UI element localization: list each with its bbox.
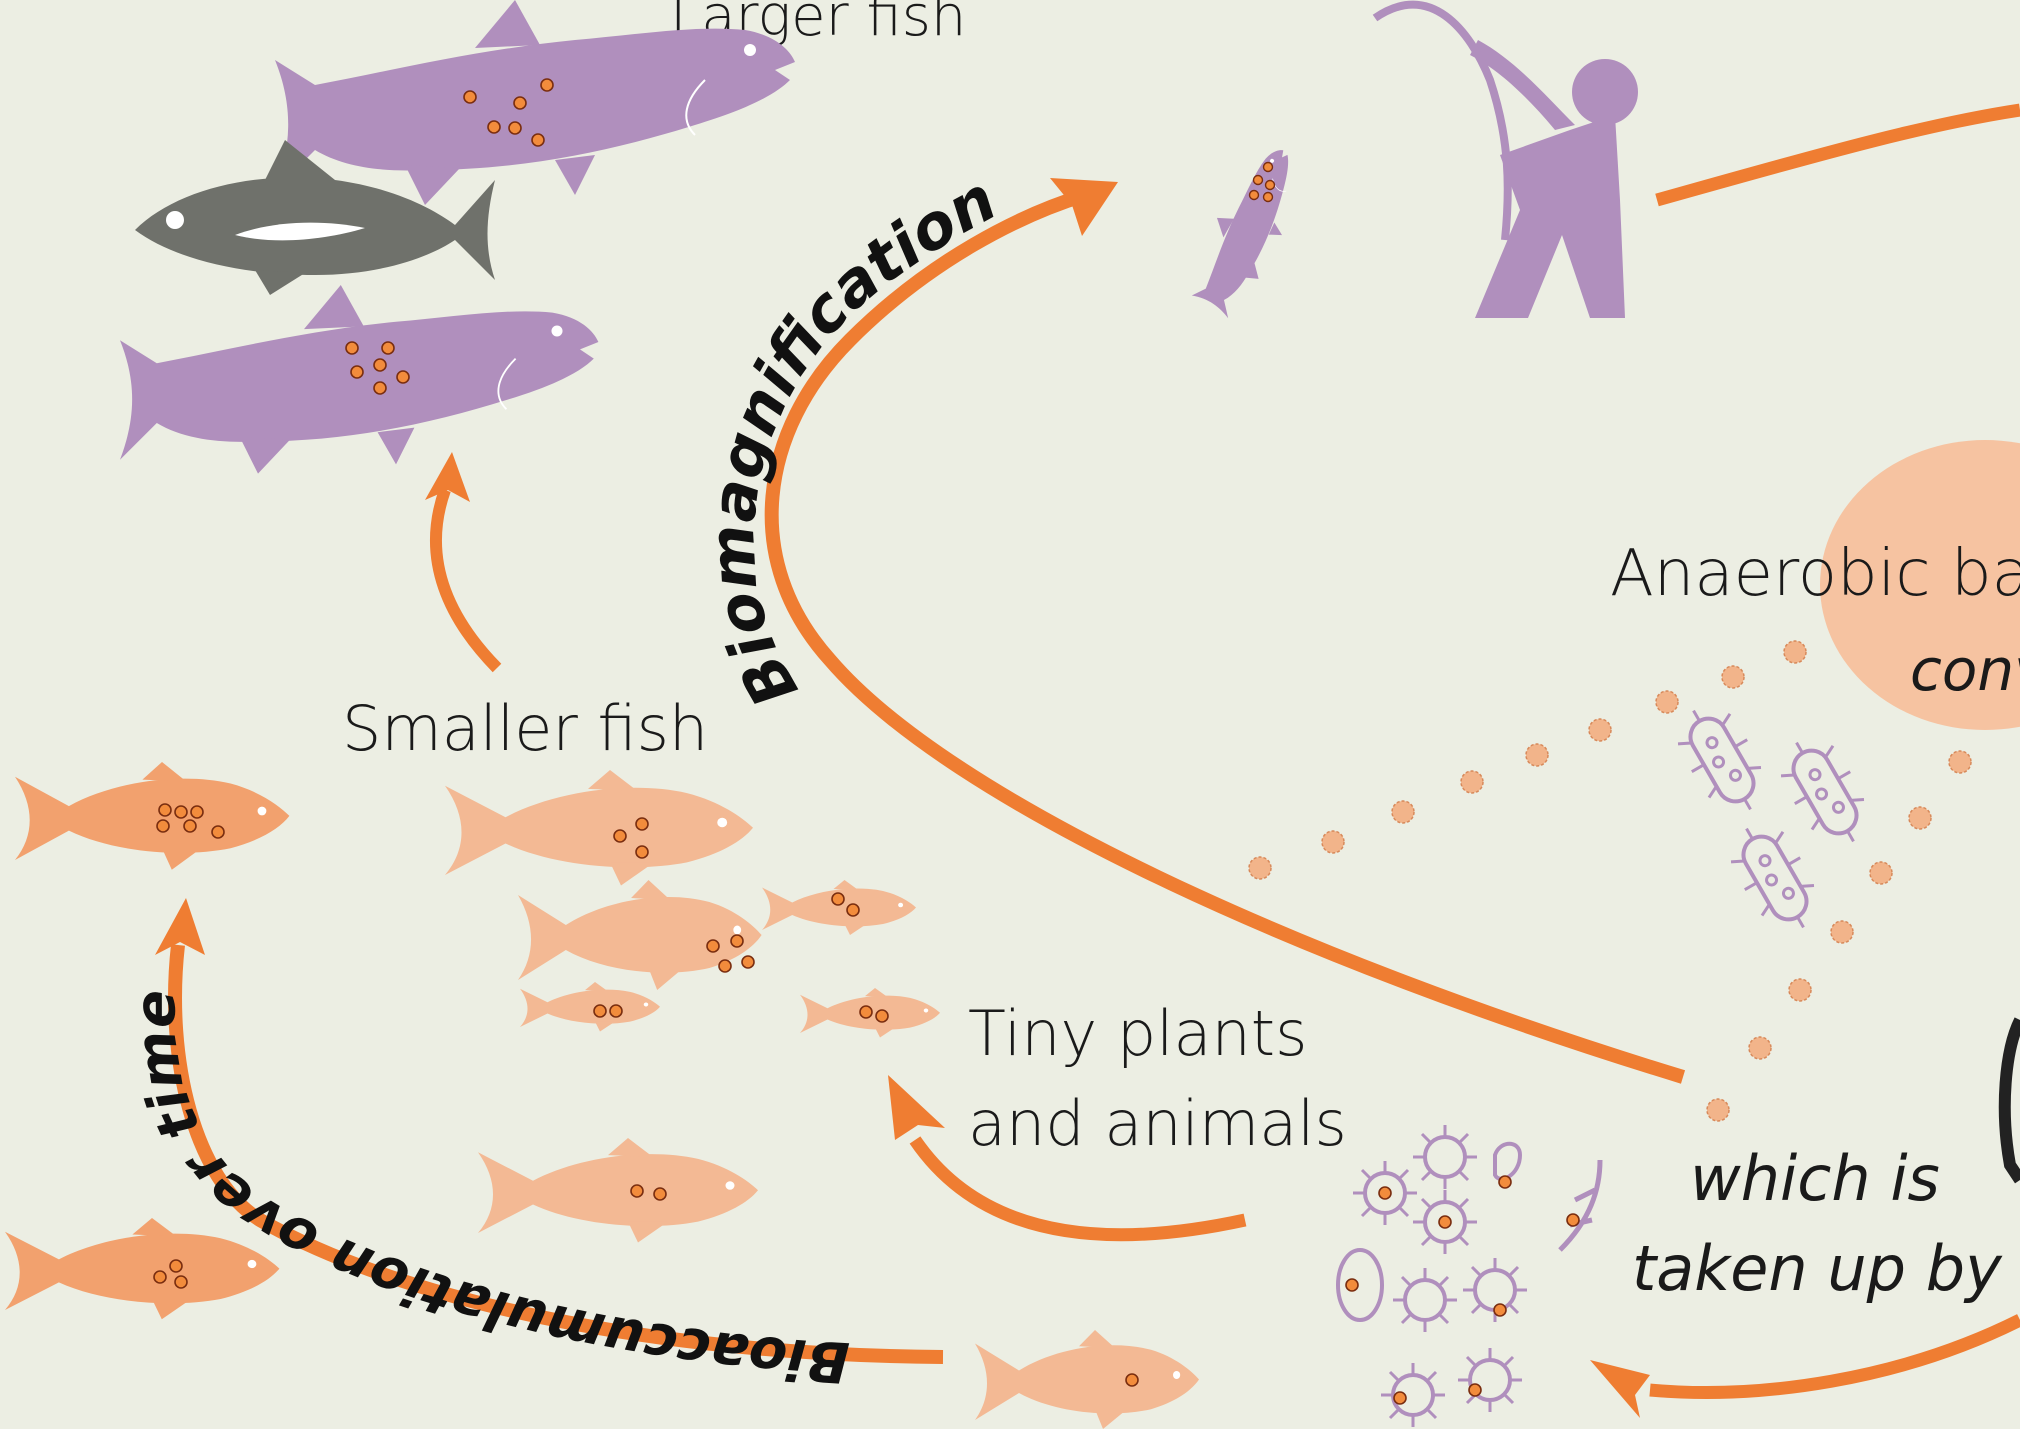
fisherman-icon: [1375, 5, 1638, 318]
which-is-label-line2: taken up by: [1632, 1232, 2003, 1305]
tiny-plants-label-line1: Tiny plants: [968, 997, 1307, 1070]
small-purple-fish: [1175, 139, 1323, 320]
anaerobic-label: Anaerobic bact: [1610, 537, 2020, 611]
bioaccumulation-arrow: Bioaccumulation over time: [123, 898, 943, 1394]
line-to-human: [1657, 110, 2020, 200]
right-edge-curve: [2005, 1020, 2020, 1180]
bacteria-icon: [1666, 695, 1881, 944]
biomagnification-label: Biomagnification: [695, 162, 1008, 719]
plankton-icon: [1338, 1125, 1600, 1427]
large-salmon-top: [275, 0, 795, 205]
arrow-to-plankton: [1590, 1320, 2020, 1418]
convert-label: conv: [1910, 636, 2020, 704]
arrow-smaller-to-larger: [425, 452, 497, 668]
smaller-fish-label: Smaller fish: [342, 692, 708, 765]
which-is-label-line1: which is: [1690, 1142, 1940, 1215]
large-salmon-bottom: [120, 285, 598, 474]
tiny-plants-label-line2: and animals: [968, 1087, 1347, 1160]
